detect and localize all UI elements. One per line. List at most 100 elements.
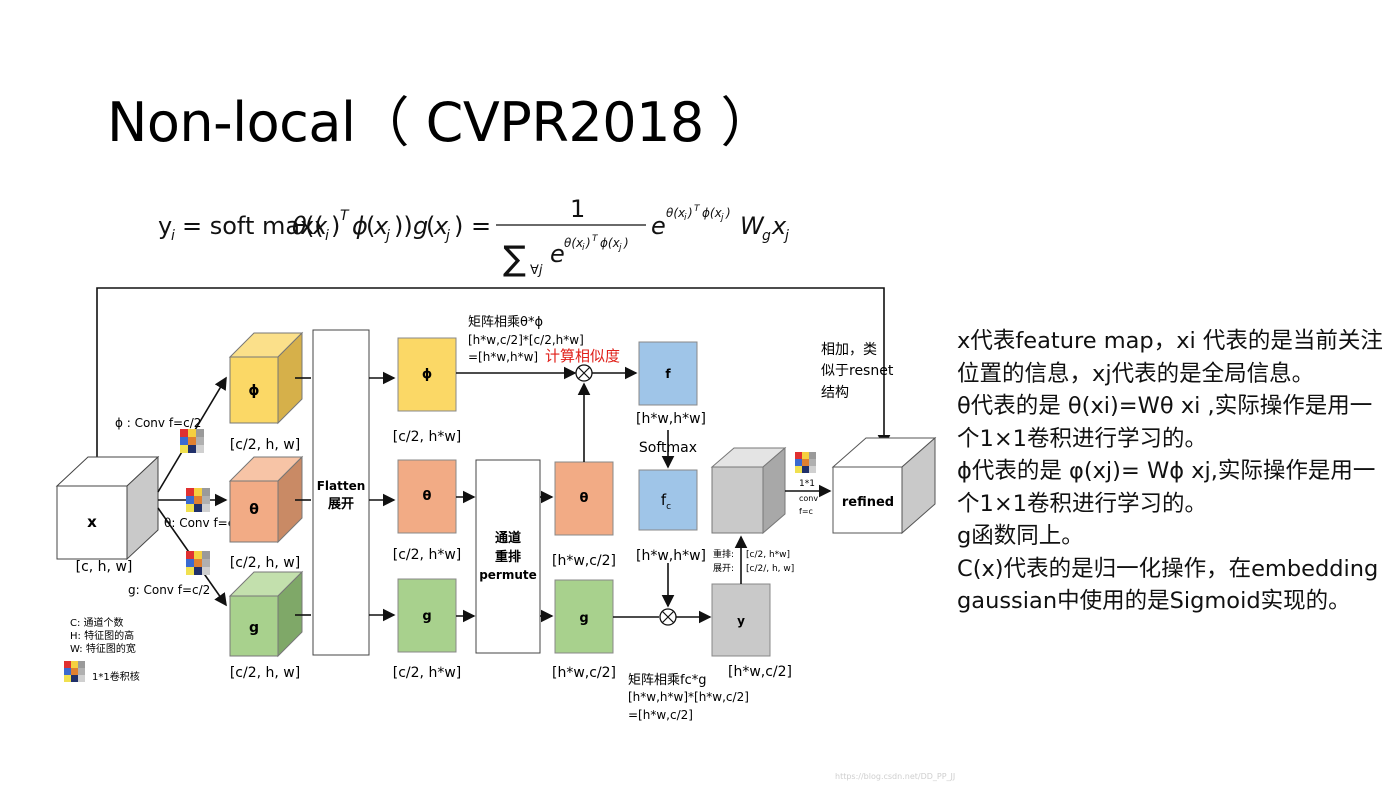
svg-text:ϕ(x: ϕ(x — [702, 206, 723, 220]
refined-label: refined — [842, 495, 894, 510]
y-block — [711, 583, 771, 657]
theta-label: θ — [249, 502, 259, 518]
svg-text:= soft max(: = soft max( — [182, 212, 324, 240]
svg-text:g: g — [413, 212, 428, 240]
svg-text:j: j — [719, 213, 724, 223]
svg-text:ϕ: ϕ — [352, 212, 368, 240]
kernel-icon-legend — [64, 661, 85, 682]
g-flat — [397, 578, 457, 653]
reshaped-y-cube — [710, 446, 787, 535]
svg-text:g: g — [762, 228, 771, 244]
f-dim: [h*w,h*w] — [636, 411, 706, 427]
permute-label-1: 通道 — [495, 530, 521, 546]
svg-text:(: ( — [305, 212, 314, 240]
svg-text:e: e — [550, 240, 565, 268]
matmul1-title: 矩阵相乘θ*ϕ — [468, 315, 543, 330]
multiply-icon-2 — [659, 608, 677, 626]
conv-label-2: conv — [799, 494, 818, 503]
permute-label-3: permute — [479, 568, 537, 582]
g-permuted-label: g — [579, 611, 588, 626]
svg-text:i: i — [582, 243, 585, 253]
reshape-label-2: 展开: — [713, 563, 734, 574]
svg-text:): ) — [623, 236, 629, 250]
reshape-value-2: [c/2/, h, w] — [746, 564, 794, 574]
g-label: g — [249, 620, 259, 636]
svg-text:i: i — [684, 213, 687, 223]
theta-permuted — [554, 461, 614, 536]
residual-skip-line — [96, 287, 891, 458]
explanation-text: x代表feature map，xi 代表的是当前关注位置的信息，xj代表的是全局… — [957, 325, 1387, 618]
reshape-label-1: 重排: — [713, 548, 734, 560]
f-label: f — [665, 367, 671, 381]
theta-permuted-label: θ — [580, 491, 589, 506]
theta-flat-dim: [c/2, h*w] — [393, 547, 461, 563]
svg-text:j: j — [617, 243, 622, 253]
phi-flat-label: ϕ — [422, 367, 432, 382]
svg-text:∀j: ∀j — [530, 263, 543, 278]
svg-text:): ) — [331, 212, 340, 240]
permute-block — [475, 459, 541, 654]
svg-text:T: T — [694, 204, 701, 214]
reshape-value-1: [c/2, h*w] — [746, 550, 790, 560]
conv-label-1: 1*1 — [799, 479, 815, 489]
svg-text:T: T — [592, 234, 599, 244]
similarity-label: 计算相似度 — [545, 347, 620, 365]
fc-label: fc — [661, 491, 671, 512]
svg-text:) =: ) = — [454, 212, 491, 240]
g-flat-label: g — [422, 609, 431, 624]
non-local-block-diagram: x [c, h, w] ϕ : Conv f=c/2 θ: Conv f=c/2… — [55, 287, 937, 722]
svg-text:∑: ∑ — [503, 239, 526, 279]
kernel-icon-theta — [186, 488, 210, 512]
svg-text:T: T — [340, 208, 350, 224]
theta-conv-label: θ: Conv f=c/2 — [164, 516, 246, 530]
svg-text:i: i — [171, 228, 175, 244]
svg-text:e: e — [651, 212, 666, 240]
g-conv-label: g: Conv f=c/2 — [128, 583, 210, 597]
phi-flat-dim: [c/2, h*w] — [393, 429, 461, 445]
theta-flat — [397, 459, 457, 534]
page-title: Non-local（ CVPR2018 ） — [107, 91, 774, 154]
svg-text:W: W — [740, 212, 765, 240]
legend-c: C: 通道个数 — [70, 616, 124, 629]
svg-text:): ) — [687, 206, 693, 220]
theta-dim-label: [c/2, h, w] — [230, 555, 300, 571]
g-flat-dim: [c/2, h*w] — [393, 665, 461, 681]
x-label: x — [87, 513, 97, 531]
explanation-phi: ϕ代表的是 φ(xj)= Wϕ xj,实际操作是用一个1×1卷积进行学习的。 — [957, 458, 1376, 517]
matmul2-line2: =[h*w,c/2] — [628, 708, 693, 722]
svg-text:y: y — [158, 212, 172, 240]
svg-text:(: ( — [426, 212, 435, 240]
kernel-icon-phi — [180, 429, 204, 453]
theta-cube — [228, 455, 304, 544]
svg-text:1: 1 — [570, 195, 585, 223]
fc-block — [638, 469, 698, 531]
matmul1-line2: =[h*w,h*w] — [468, 350, 538, 364]
kernel-icon-g — [186, 551, 210, 575]
phi-label: ϕ — [248, 383, 259, 399]
svg-text:θ: θ — [292, 212, 307, 240]
svg-text:x: x — [433, 212, 449, 240]
matmul1-line1: [h*w,c/2]*[c/2,h*w] — [468, 333, 584, 347]
input-x-cube — [55, 455, 160, 561]
legend-kernel: 1*1卷积核 — [92, 670, 140, 683]
explanation-cx: C(x)代表的是归一化操作，在embedding gaussian中使用的是Si… — [957, 555, 1379, 615]
f-block — [638, 341, 698, 406]
svg-text:x: x — [373, 212, 389, 240]
svg-text:x: x — [312, 212, 328, 240]
flatten-label: Flatten — [317, 479, 366, 493]
g-cube — [228, 570, 304, 658]
flatten-block — [312, 329, 370, 656]
explanation-x: x代表feature map，xi 代表的是当前关注位置的信息，xj代表的是全局… — [957, 328, 1383, 387]
svg-text:j: j — [384, 228, 390, 244]
explanation-theta: θ代表的是 θ(xi)=Wθ xi ,实际操作是用一个1×1卷积进行学习的。 — [957, 393, 1373, 452]
refined-cube — [831, 436, 937, 535]
phi-cube — [228, 331, 304, 425]
svg-text:): ) — [725, 206, 731, 220]
legend-h: H: 特征图的高 — [70, 629, 134, 642]
g-permuted — [554, 579, 614, 654]
phi-dim-label: [c/2, h, w] — [230, 437, 300, 453]
g-dim-label: [c/2, h, w] — [230, 665, 300, 681]
phi-conv-label: ϕ : Conv f=c/2 — [115, 416, 201, 430]
svg-text:j: j — [783, 228, 789, 244]
x-dim-label: [c, h, w] — [76, 559, 133, 575]
